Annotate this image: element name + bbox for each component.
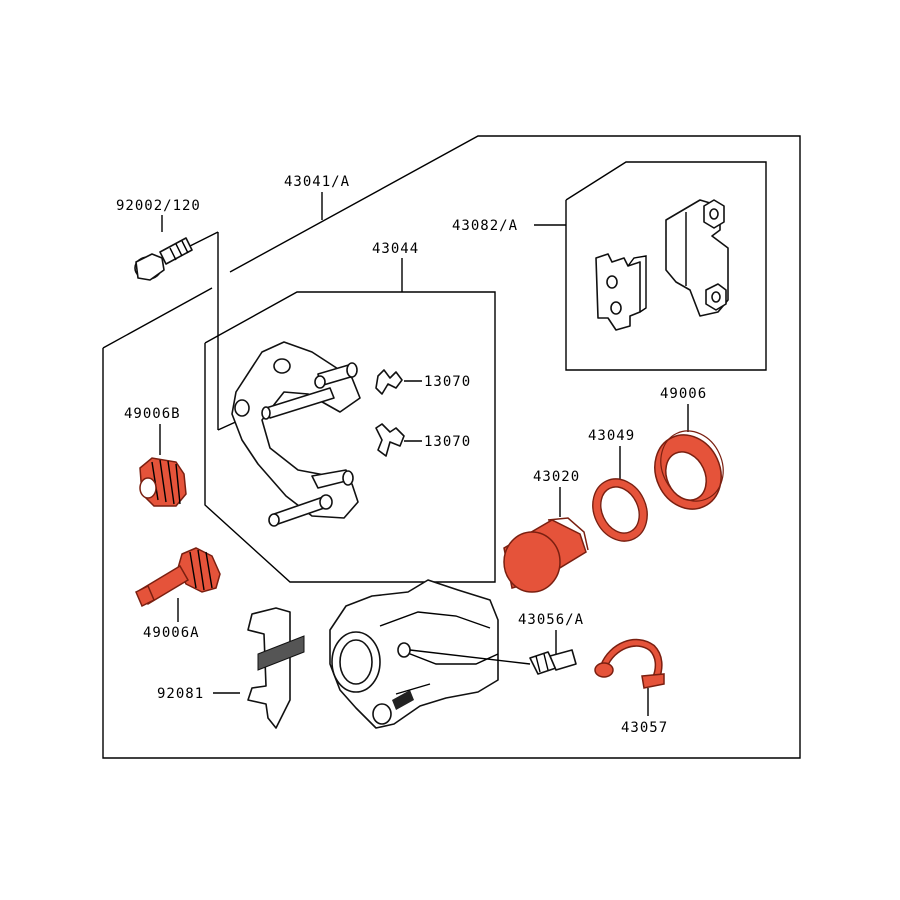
part-label-43041-a[interactable]: 43041/A — [284, 174, 350, 190]
caliper-assembly-frame — [102, 135, 801, 759]
part-label-92002-120[interactable]: 92002/120 — [116, 198, 201, 214]
part-label-43082-a[interactable]: 43082/A — [452, 218, 518, 234]
part-label-49006a[interactable]: 49006A — [143, 625, 200, 641]
mounting-bolt[interactable] — [134, 231, 241, 431]
part-label-43049[interactable]: 43049 — [588, 428, 635, 444]
pad-spring-upper[interactable] — [375, 369, 403, 395]
brake-pad-left[interactable] — [595, 253, 647, 331]
pad-spring-92081[interactable] — [247, 607, 305, 729]
part-label-49006[interactable]: 49006 — [660, 386, 707, 402]
dust-boot-49006a[interactable] — [135, 547, 221, 608]
caliper-assembly-frame-left-top — [102, 287, 213, 349]
bleeder-valve[interactable] — [529, 649, 577, 675]
part-label-92081[interactable]: 92081 — [157, 686, 204, 702]
pad-kit-frame — [565, 161, 767, 371]
brake-pad-right[interactable] — [665, 199, 729, 317]
caliper-bracket[interactable] — [231, 341, 361, 527]
part-label-13070-upper[interactable]: 13070 — [424, 374, 471, 390]
part-label-43056-a[interactable]: 43056/A — [518, 612, 584, 628]
bracket-frame — [204, 291, 496, 583]
pad-spring-lower[interactable] — [375, 423, 405, 457]
caliper-body[interactable] — [329, 579, 531, 729]
dust-seal-49006[interactable] — [643, 421, 734, 520]
dust-boot-49006b[interactable] — [139, 457, 187, 507]
part-label-49006b[interactable]: 49006B — [124, 406, 181, 422]
part-label-43044[interactable]: 43044 — [372, 241, 419, 257]
part-label-43057[interactable]: 43057 — [621, 720, 668, 736]
part-label-43020[interactable]: 43020 — [533, 469, 580, 485]
part-label-13070-lower[interactable]: 13070 — [424, 434, 471, 450]
caliper-piston[interactable] — [503, 517, 589, 593]
piston-seal[interactable] — [583, 470, 657, 550]
bleeder-cap[interactable] — [594, 638, 665, 689]
